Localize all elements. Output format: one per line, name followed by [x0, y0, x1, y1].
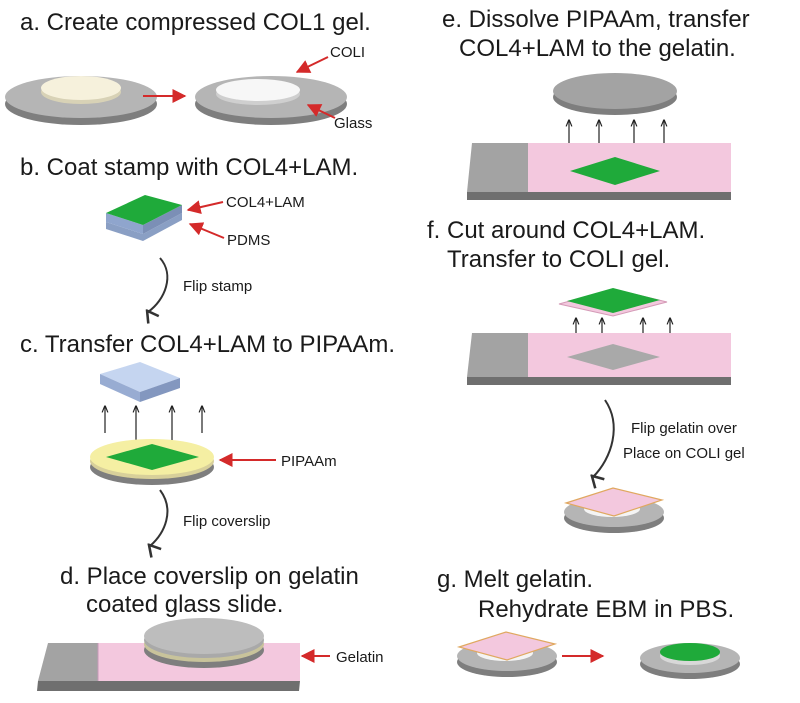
step-d-title-2: coated glass slide. [86, 591, 283, 618]
red-arrow [295, 56, 329, 73]
label-glass: Glass [334, 115, 372, 132]
step-d-title-1: d. Place coverslip on gelatin [60, 563, 359, 590]
step-e-title-1: e. Dissolve PIPAAm, transfer [442, 6, 750, 33]
label-pdms: PDMS [227, 232, 270, 249]
label-coli: COLI [330, 44, 365, 61]
glass-dish-with-coli [195, 76, 347, 125]
red-arrow [186, 200, 224, 215]
step-a: a. Create compressed COL1 gel. COLI Glas… [5, 9, 372, 132]
step-f-title-2: Transfer to COLI gel. [447, 246, 670, 273]
coverslip-on-gelatin [144, 618, 264, 668]
step-g-title-2: Rehydrate EBM in PBS. [478, 596, 734, 623]
step-e-title-2: COL4+LAM to the gelatin. [459, 35, 736, 62]
glass-slide-with-gelatin [467, 143, 731, 200]
caption-place-on-coli: Place on COLI gel [623, 445, 745, 462]
label-gelatin: Gelatin [336, 649, 384, 666]
step-c-title: c. Transfer COL4+LAM to PIPAAm. [20, 331, 395, 358]
step-a-title: a. Create compressed COL1 gel. [20, 9, 371, 36]
step-f: f. Cut around COL4+LAM. Transfer to COLI… [427, 217, 745, 533]
pdms-stamp-flipped [100, 362, 180, 402]
step-g-title-1: g. Melt gelatin. [437, 566, 593, 593]
cut-gelatin-with-col4-lam [558, 288, 668, 317]
step-d: d. Place coverslip on gelatin coated gla… [37, 563, 384, 691]
glass-slide-with-gelatin [467, 333, 731, 385]
pdms-stamp [106, 195, 182, 241]
red-arrow [188, 222, 225, 239]
red-arrow [306, 104, 336, 119]
step-e: e. Dissolve PIPAAm, transfer COL4+LAM to… [442, 6, 750, 200]
caption-flip-stamp: Flip stamp [183, 278, 252, 295]
step-g: g. Melt gelatin. Rehydrate EBM in PBS. [437, 566, 740, 679]
step-c: c. Transfer COL4+LAM to PIPAAm. PIPAAm F… [20, 331, 395, 546]
coli-dish-with-ebm [640, 643, 740, 679]
step-b-title: b. Coat stamp with COL4+LAM. [20, 154, 358, 181]
flip-arrow [150, 489, 169, 546]
caption-flip-coverslip: Flip coverslip [183, 513, 271, 530]
coverslip-lifted [553, 73, 677, 115]
step-f-title-1: f. Cut around COL4+LAM. [427, 217, 705, 244]
glass-dish-with-gel [5, 76, 157, 125]
upward-arrows [105, 406, 202, 440]
coverslip-with-pipaam [90, 439, 214, 485]
step-b: b. Coat stamp with COL4+LAM. COL4+LAM PD… [20, 154, 358, 312]
label-col4-lam: COL4+LAM [226, 194, 305, 211]
label-pipaam: PIPAAm [281, 453, 337, 470]
coli-dish-with-gelatin [456, 631, 558, 677]
coli-dish-with-gelatin [563, 487, 665, 533]
flip-arrow [148, 257, 169, 312]
caption-flip-gelatin: Flip gelatin over [631, 420, 737, 437]
flip-arrow [593, 399, 615, 477]
